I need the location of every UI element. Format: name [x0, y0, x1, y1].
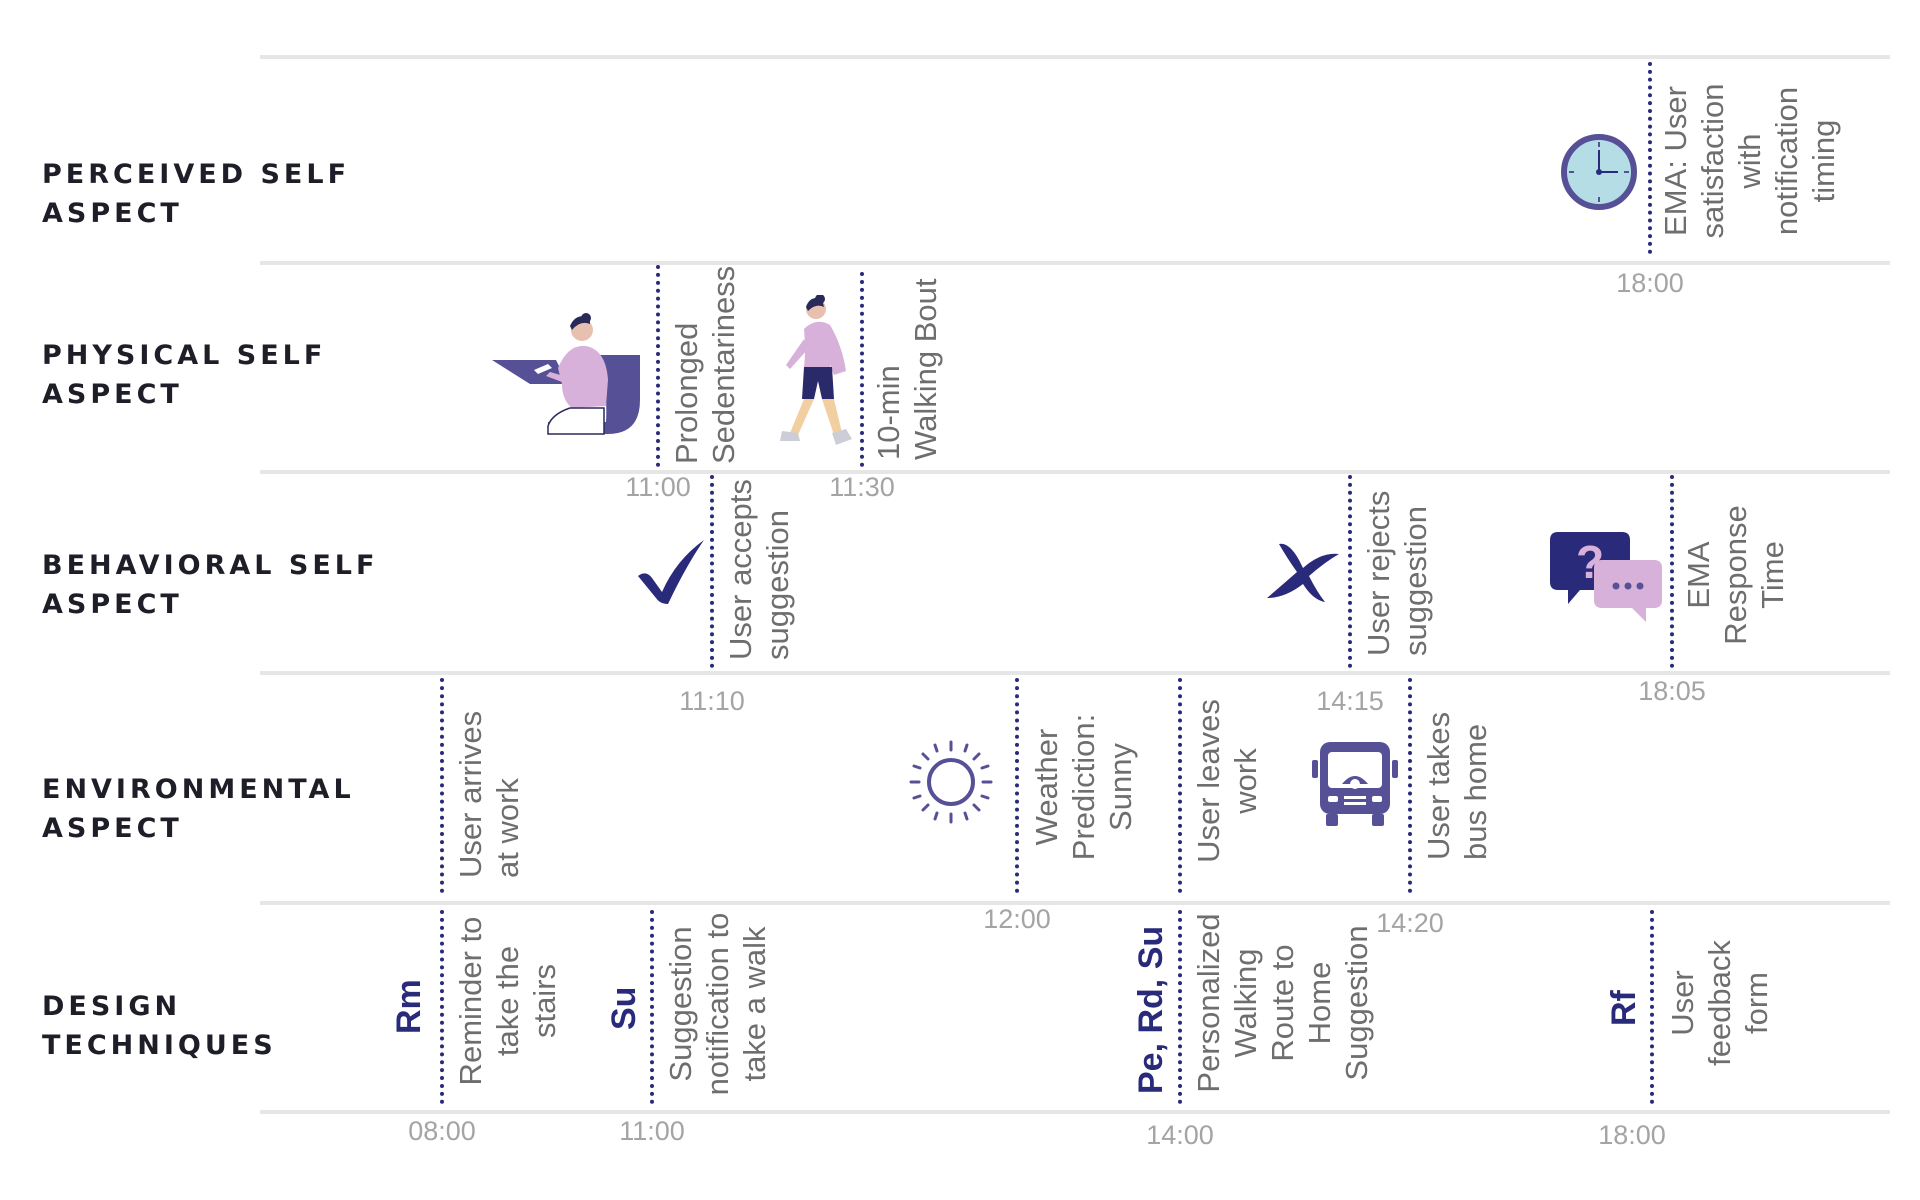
checkmark-icon: [636, 538, 706, 608]
sun-icon: [907, 738, 995, 826]
row-separator: [260, 671, 1890, 675]
event-label-user-accepts: User accepts suggestion: [723, 479, 795, 660]
time-label: 14:20: [1376, 908, 1444, 938]
time-label: 18:00: [1616, 268, 1684, 298]
event-marker-line: [1015, 678, 1019, 893]
event-label-user-takes-bus: User takes bus home: [1421, 711, 1493, 860]
event-label-user-feedback: User feedback form: [1665, 940, 1774, 1066]
technique-code-rm: Rm: [390, 979, 428, 1034]
event-marker-line: [860, 272, 864, 467]
event-marker-line: [1648, 62, 1652, 254]
event-label-weather-prediction: Weather Prediction: Sunny: [1029, 713, 1138, 861]
event-marker-line: [440, 678, 444, 893]
event-marker-line: [440, 910, 444, 1104]
event-label-user-leaves: User leaves work: [1191, 699, 1263, 863]
row-separator: [260, 55, 1890, 59]
technique-code-pe-rd-su: Pe, Rd, Su: [1132, 925, 1170, 1094]
row-separator: [260, 1110, 1890, 1114]
row-separator: [260, 261, 1890, 265]
event-marker-line: [1408, 678, 1412, 893]
time-label: 11:10: [679, 686, 745, 716]
event-label-user-arrives: User arrives at work: [453, 710, 525, 878]
time-label: 18:00: [1598, 1120, 1666, 1150]
event-marker-line: [1650, 910, 1654, 1104]
event-label-prolonged-sedentariness: Prolonged Sedentariness: [669, 265, 741, 464]
event-label-ema-satisfaction: EMA: User satisfaction with notification…: [1658, 83, 1841, 239]
row-separator: [260, 901, 1890, 905]
bus-icon: [1310, 740, 1400, 828]
row-separator: [260, 470, 1890, 474]
event-marker-line: [1348, 475, 1352, 668]
time-label: 14:00: [1146, 1120, 1214, 1150]
sitting-person-icon: [490, 310, 640, 435]
clock-icon: [1560, 133, 1638, 211]
event-marker-line: [1178, 910, 1182, 1104]
event-marker-line: [1670, 475, 1674, 668]
event-label-reminder-stairs: Reminder to take the stairs: [453, 916, 562, 1086]
event-marker-line: [710, 475, 714, 668]
time-label: 11:30: [829, 472, 895, 502]
event-label-user-rejects: User rejects suggestion: [1361, 490, 1433, 656]
time-label: 08:00: [408, 1116, 476, 1146]
event-marker-line: [656, 265, 660, 467]
time-label: 14:15: [1316, 686, 1384, 716]
event-label-personalized-route: Personalized Walking Route to Home Sugge…: [1191, 913, 1374, 1093]
chat-bubbles-icon: ?: [1550, 530, 1662, 622]
cross-icon: [1265, 540, 1341, 606]
event-marker-line: [1178, 678, 1182, 893]
time-label: 12:00: [983, 904, 1051, 934]
time-label: 11:00: [619, 1116, 685, 1146]
technique-code-su: Su: [605, 986, 643, 1030]
event-label-walking-bout: 10-min Walking Bout: [871, 278, 943, 461]
technique-code-rf: Rf: [1605, 990, 1643, 1026]
time-label: 11:00: [625, 472, 691, 502]
event-marker-line: [650, 910, 654, 1104]
walking-person-icon: [776, 295, 856, 450]
event-label-suggestion-walk: Suggestion notification to take a walk: [663, 912, 772, 1096]
time-label: 18:05: [1638, 676, 1706, 706]
event-label-ema-response-time: EMA Response Time: [1681, 505, 1790, 645]
